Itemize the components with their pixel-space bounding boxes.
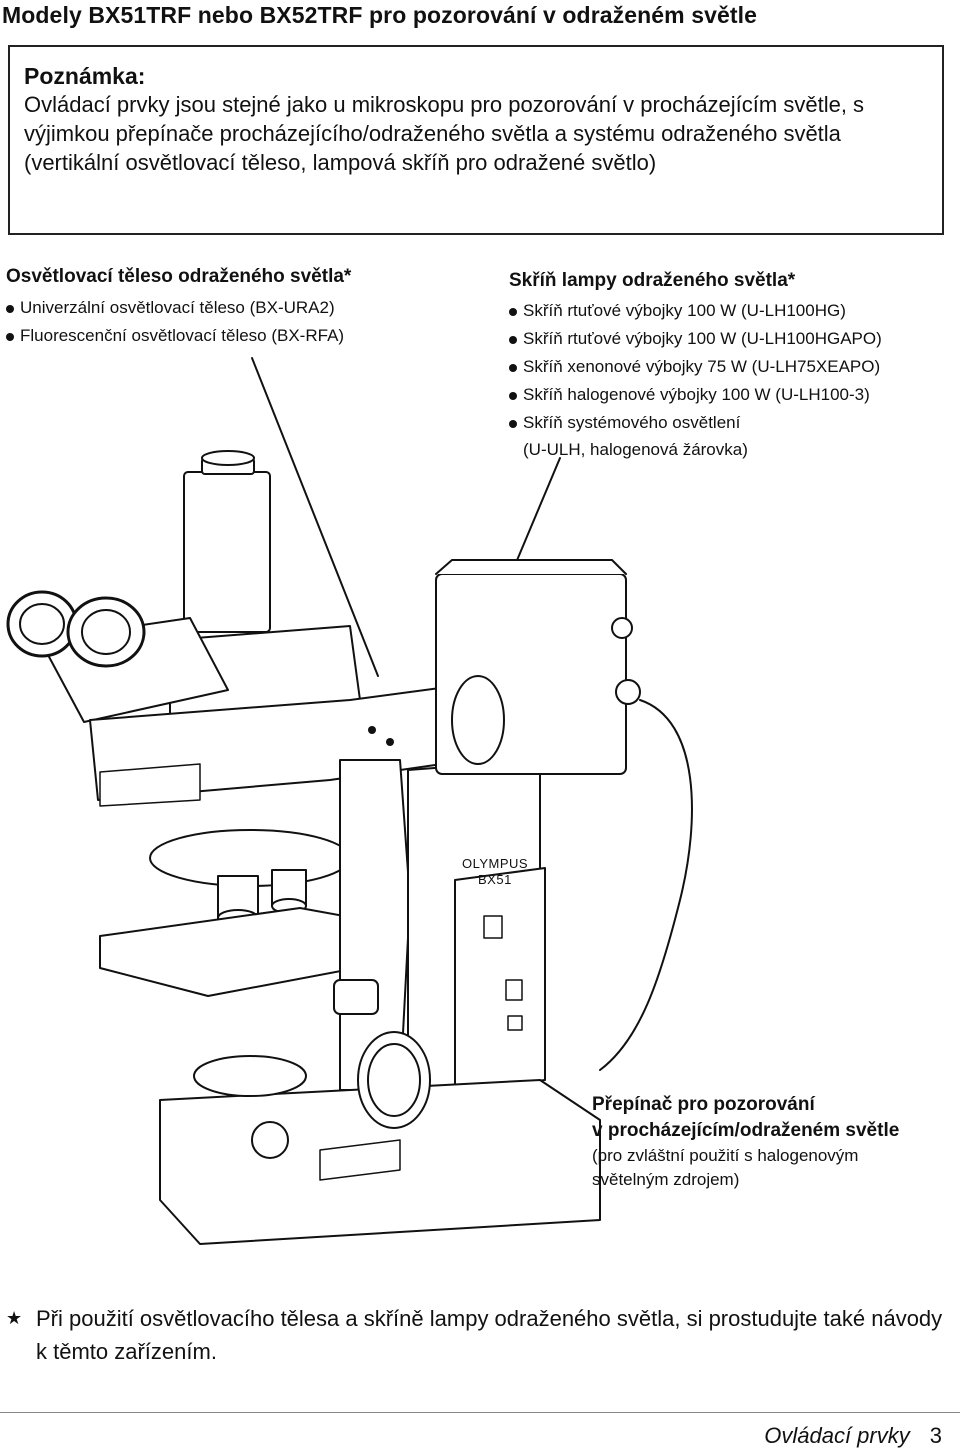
light-intensity-knob bbox=[251, 1121, 289, 1159]
lamphouse-heading: Skříň lampy odraženého světla* bbox=[509, 270, 796, 291]
note-heading: Poznámka: bbox=[24, 63, 146, 89]
list-item: Skříň systémového osvětlení(U-ULH, halog… bbox=[507, 409, 882, 463]
power-cable bbox=[599, 699, 693, 1071]
note-box: Poznámka: Ovládací prvky jsou stejné jak… bbox=[8, 45, 944, 235]
footer-section: Ovládací prvky bbox=[764, 1423, 910, 1448]
brand-label: OLYMPUS bbox=[462, 856, 529, 871]
switch-subtitle: (pro zvláštní použití s halogenovým svět… bbox=[592, 1146, 859, 1189]
switch-heading-line2: v procházejícím/odraženém světle bbox=[592, 1120, 900, 1141]
list-item-continuation: (U-ULH, halogenová žárovka) bbox=[523, 440, 748, 459]
note-text: Ovládací prvky jsou stejné jako u mikros… bbox=[24, 92, 865, 175]
star-icon: ★ bbox=[6, 1308, 23, 1328]
control-panel bbox=[454, 867, 546, 1091]
list-item: Skříň halogenové výbojky 100 W (U-LH100-… bbox=[507, 381, 882, 409]
list-item: Fluorescenční osvětlovací těleso (BX-RFA… bbox=[4, 322, 344, 350]
list-item: Univerzální osvětlovací těleso (BX-URA2) bbox=[4, 294, 344, 322]
footer-divider bbox=[0, 1412, 960, 1413]
list-item: Skříň rtuťové výbojky 100 W (U-LH100HG) bbox=[507, 297, 882, 325]
lamphouse-list: Skříň rtuťové výbojky 100 W (U-LH100HG) … bbox=[507, 297, 882, 463]
illuminator-list: Univerzální osvětlovací těleso (BX-URA2)… bbox=[4, 294, 344, 350]
lamphouse-adapter bbox=[451, 675, 505, 765]
footnote: ★ Při použití osvětlovacího tělesa a skř… bbox=[6, 1302, 954, 1368]
leader-line-illuminator bbox=[251, 357, 379, 677]
footnote-text: Při použití osvětlovacího tělesa a skřín… bbox=[36, 1306, 943, 1364]
list-item: Skříň xenonové výbojky 75 W (U-LH75XEAPO… bbox=[507, 353, 882, 381]
illuminator-heading: Osvětlovací těleso odraženého světla* bbox=[6, 266, 352, 287]
condenser-ring bbox=[193, 1055, 307, 1097]
page-number: 3 bbox=[929, 1423, 942, 1448]
model-label: BX51 bbox=[478, 872, 512, 887]
switch-label: Přepínač pro pozorování v procházejícím/… bbox=[592, 1092, 932, 1192]
list-item: Skříň rtuťové výbojky 100 W (U-LH100HGAP… bbox=[507, 325, 882, 353]
page-footer: Ovládací prvky 3 bbox=[764, 1423, 942, 1449]
filter-slider bbox=[99, 763, 201, 807]
camera-port bbox=[183, 450, 271, 633]
focus-knob bbox=[333, 979, 431, 1129]
eyepieces bbox=[6, 590, 229, 723]
switch-heading-line1: Přepínač pro pozorování bbox=[592, 1094, 815, 1115]
page-title: Modely BX51TRF nebo BX52TRF pro pozorová… bbox=[2, 2, 758, 28]
